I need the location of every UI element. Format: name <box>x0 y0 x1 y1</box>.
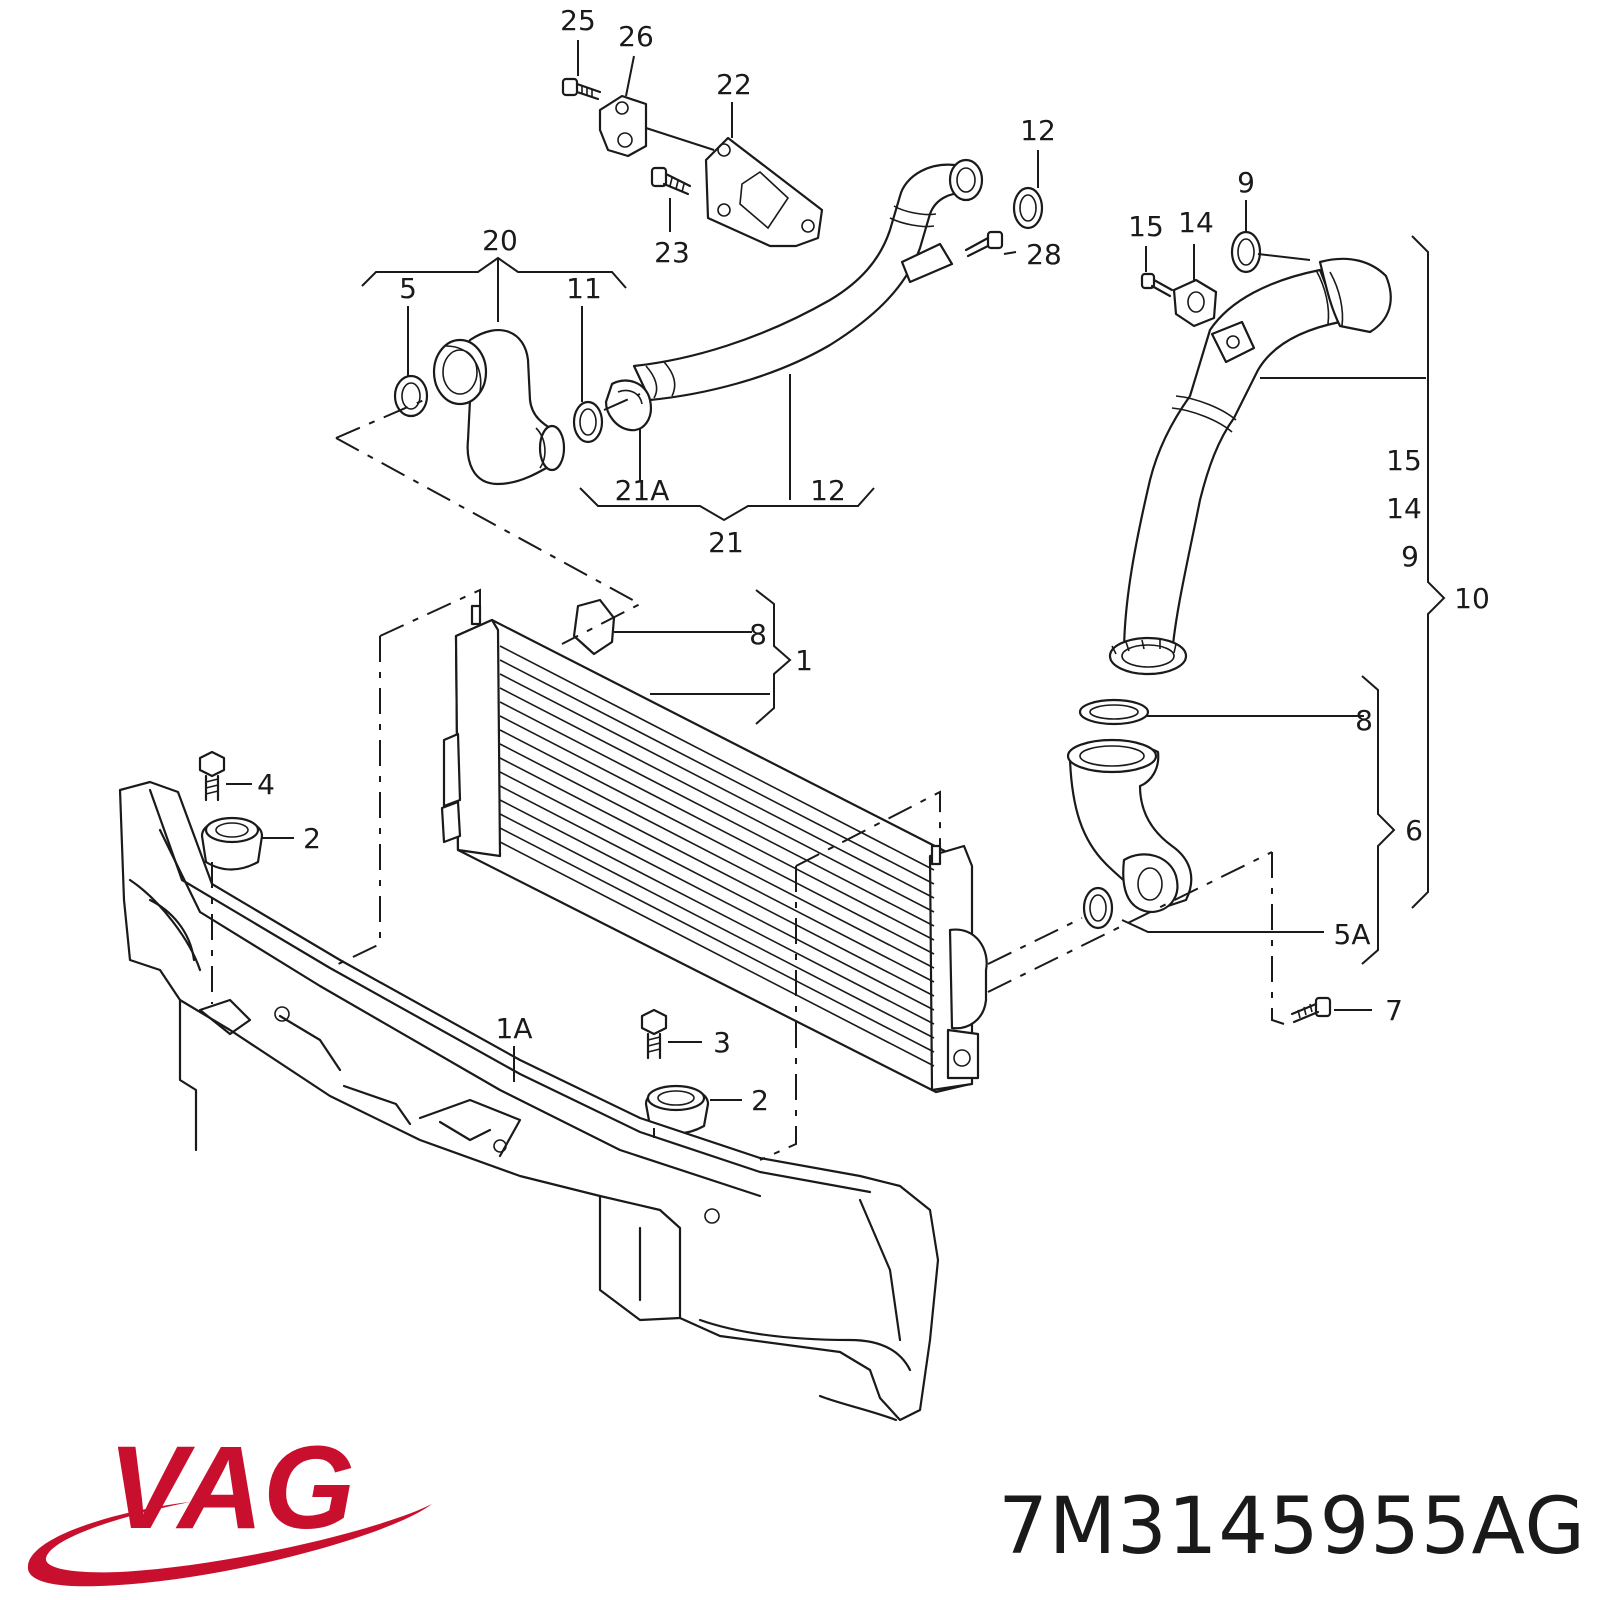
callout-23: 23 <box>654 236 690 269</box>
assembly-lines <box>211 393 1285 1161</box>
oring-5a <box>1082 886 1114 930</box>
lock-carrier-1a <box>118 780 940 1422</box>
callout-15-list: 15 <box>1386 444 1422 477</box>
sensor-14 <box>1172 278 1218 328</box>
bolt-3 <box>640 1008 668 1060</box>
callout-15-top: 15 <box>1128 210 1164 243</box>
callout-5a: 5A <box>1334 918 1371 951</box>
oring-5 <box>393 374 429 418</box>
bolt-25 <box>561 77 602 101</box>
callout-1a: 1A <box>496 1012 533 1045</box>
flange-plate-22 <box>704 136 824 248</box>
callout-9-list: 9 <box>1401 540 1419 573</box>
callout-numbers: 25 26 22 12 23 28 20 5 11 21A 12 21 9 15… <box>257 4 1490 1117</box>
callout-1: 1 <box>795 644 813 677</box>
callout-8-right: 8 <box>1355 704 1373 737</box>
callout-14-top: 14 <box>1178 206 1214 239</box>
hose-12 <box>632 158 984 402</box>
callout-8-left: 8 <box>749 618 767 651</box>
mount-2-left <box>200 816 264 871</box>
callout-22: 22 <box>716 68 752 101</box>
callout-9-top: 9 <box>1237 166 1255 199</box>
callout-14-list: 14 <box>1386 492 1422 525</box>
oring-12 <box>1012 186 1044 230</box>
callout-2-left: 2 <box>303 822 321 855</box>
callout-28: 28 <box>1026 238 1062 271</box>
callout-6: 6 <box>1405 814 1423 847</box>
callout-20: 20 <box>482 224 518 257</box>
seal-8-left <box>572 598 616 656</box>
callout-2-right: 2 <box>751 1084 769 1117</box>
callout-21: 21 <box>708 526 744 559</box>
hose-10 <box>1108 257 1392 676</box>
callout-25: 25 <box>560 4 596 37</box>
callout-7: 7 <box>1385 994 1403 1027</box>
callout-12-bottom: 12 <box>810 474 846 507</box>
bolt-7 <box>1290 996 1332 1024</box>
mount-2-right <box>644 1084 710 1135</box>
logo-text: VAG <box>108 1422 355 1554</box>
part-number: 7M3145955AG <box>998 1482 1586 1572</box>
callout-11: 11 <box>566 272 602 305</box>
callout-12-top: 12 <box>1020 114 1056 147</box>
bolt-15 <box>1140 272 1174 298</box>
callout-3: 3 <box>713 1026 731 1059</box>
callout-4: 4 <box>257 768 275 801</box>
bolt-23 <box>650 166 692 196</box>
clamp-21a <box>604 379 652 432</box>
bracket-26 <box>598 94 648 158</box>
leader-lines <box>226 40 1446 1101</box>
oring-9 <box>1230 230 1262 274</box>
callout-10: 10 <box>1454 582 1490 615</box>
vag-logo: VAG <box>27 1422 433 1587</box>
intercooler-1 <box>440 604 988 1094</box>
oring-11 <box>572 400 604 444</box>
bolt-4 <box>198 750 226 802</box>
callout-21a: 21A <box>615 474 670 507</box>
hose-6 <box>1066 738 1193 914</box>
logo-swoosh <box>27 1502 433 1587</box>
oring-8-right <box>1078 698 1150 726</box>
hose-20 <box>432 329 566 486</box>
bolt-28 <box>964 230 1004 258</box>
callout-26: 26 <box>618 20 654 53</box>
callout-5: 5 <box>399 272 417 305</box>
